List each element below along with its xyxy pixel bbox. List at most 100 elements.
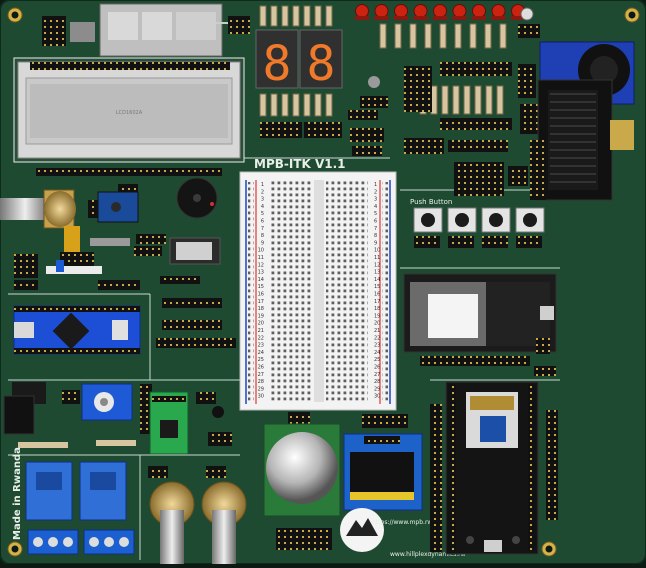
relay-2 — [79, 461, 127, 521]
ldr-sensor — [212, 406, 224, 418]
svg-text:11: 11 — [258, 255, 264, 261]
header-pins — [454, 162, 504, 196]
svg-text:30: 30 — [258, 394, 264, 400]
svg-text:9: 9 — [374, 240, 377, 246]
header-pins — [260, 122, 302, 138]
resistor — [409, 23, 417, 49]
red-led — [355, 4, 369, 18]
potentiometer-lcd — [0, 189, 80, 266]
seven-segment-display-2: 8 — [299, 29, 343, 92]
svg-text:10: 10 — [374, 248, 380, 254]
svg-text:27: 27 — [374, 372, 380, 378]
svg-text:19: 19 — [258, 313, 264, 319]
esp32-devkit — [403, 273, 557, 353]
svg-text:16: 16 — [258, 292, 264, 298]
header-pins — [88, 200, 98, 218]
resistor — [496, 85, 504, 115]
push-buttons — [413, 207, 545, 248]
resistor — [259, 5, 267, 27]
svg-text:5: 5 — [261, 211, 264, 217]
header-pins — [530, 140, 546, 200]
svg-text:8: 8 — [261, 233, 264, 239]
svg-text:28: 28 — [374, 379, 380, 385]
resistor — [96, 440, 136, 446]
led-resistors — [379, 23, 507, 49]
header-pins — [350, 128, 384, 142]
svg-text:26: 26 — [258, 365, 264, 371]
mounting-holes — [7, 7, 640, 557]
svg-text:25: 25 — [258, 357, 264, 363]
resistor — [474, 85, 482, 115]
svg-text:2: 2 — [261, 189, 264, 195]
resistor — [441, 85, 449, 115]
power-jack — [3, 395, 35, 435]
made-in-label: Made in Rwanda — [12, 447, 23, 540]
svg-text:20: 20 — [258, 321, 264, 327]
svg-text:1: 1 — [374, 182, 377, 188]
red-led — [394, 4, 408, 18]
white-led — [520, 7, 534, 21]
svg-text:3: 3 — [374, 197, 377, 203]
svg-text:20: 20 — [374, 321, 380, 327]
svg-text:14: 14 — [258, 277, 264, 283]
svg-text:15: 15 — [258, 284, 264, 290]
red-led — [452, 4, 467, 18]
svg-text:19: 19 — [374, 313, 380, 319]
buzzer — [176, 177, 218, 219]
header-pins — [162, 298, 222, 308]
board-title: MPB-ITK V1.1 — [254, 157, 346, 171]
blue-trimmer-module — [81, 383, 133, 421]
red-led — [413, 4, 428, 18]
resistor — [270, 93, 278, 117]
svg-text:29: 29 — [374, 386, 380, 392]
connector — [70, 22, 95, 42]
header-pins — [518, 64, 536, 98]
header-pins — [140, 384, 152, 434]
arduino-nano — [13, 305, 141, 355]
header-pins — [534, 366, 556, 376]
header-pins — [288, 412, 310, 424]
resistor — [303, 5, 311, 27]
svg-text:3: 3 — [261, 197, 264, 203]
header-pins — [98, 280, 140, 290]
header-pins — [162, 320, 222, 330]
header-pins — [156, 338, 236, 348]
header-pins — [404, 66, 432, 112]
terminal-blocks — [27, 529, 135, 555]
svg-text:18: 18 — [258, 306, 264, 312]
svg-text:30: 30 — [374, 394, 380, 400]
svg-text:29: 29 — [258, 386, 264, 392]
resistor — [18, 442, 68, 448]
header-pins — [14, 254, 38, 278]
seven-segment-resistors — [259, 5, 333, 117]
oled-display — [343, 433, 423, 511]
svg-text:2: 2 — [374, 189, 377, 195]
header-pins — [196, 392, 216, 404]
svg-text:17: 17 — [374, 299, 380, 305]
header-pins — [352, 146, 382, 156]
svg-text:21: 21 — [374, 328, 380, 334]
svg-text:8: 8 — [374, 233, 377, 239]
svg-text:4: 4 — [374, 204, 377, 210]
resistor — [394, 23, 402, 49]
jumper — [56, 260, 64, 272]
header-pins — [448, 140, 508, 152]
svg-text:24: 24 — [258, 350, 264, 356]
trimmer — [368, 76, 380, 88]
resistor — [259, 93, 267, 117]
svg-text:17: 17 — [258, 299, 264, 305]
resistor — [424, 23, 432, 49]
header-pins — [36, 168, 222, 176]
svg-text:12: 12 — [374, 262, 380, 268]
resistor — [314, 5, 322, 27]
lcd-label: LCD1602A — [116, 110, 143, 116]
svg-text:10: 10 — [258, 248, 264, 254]
svg-text:28: 28 — [258, 379, 264, 385]
svg-text:8: 8 — [263, 36, 292, 92]
header-pins — [536, 338, 550, 354]
svg-text:12: 12 — [258, 262, 264, 268]
header-pins — [136, 234, 166, 244]
resistor — [463, 85, 471, 115]
